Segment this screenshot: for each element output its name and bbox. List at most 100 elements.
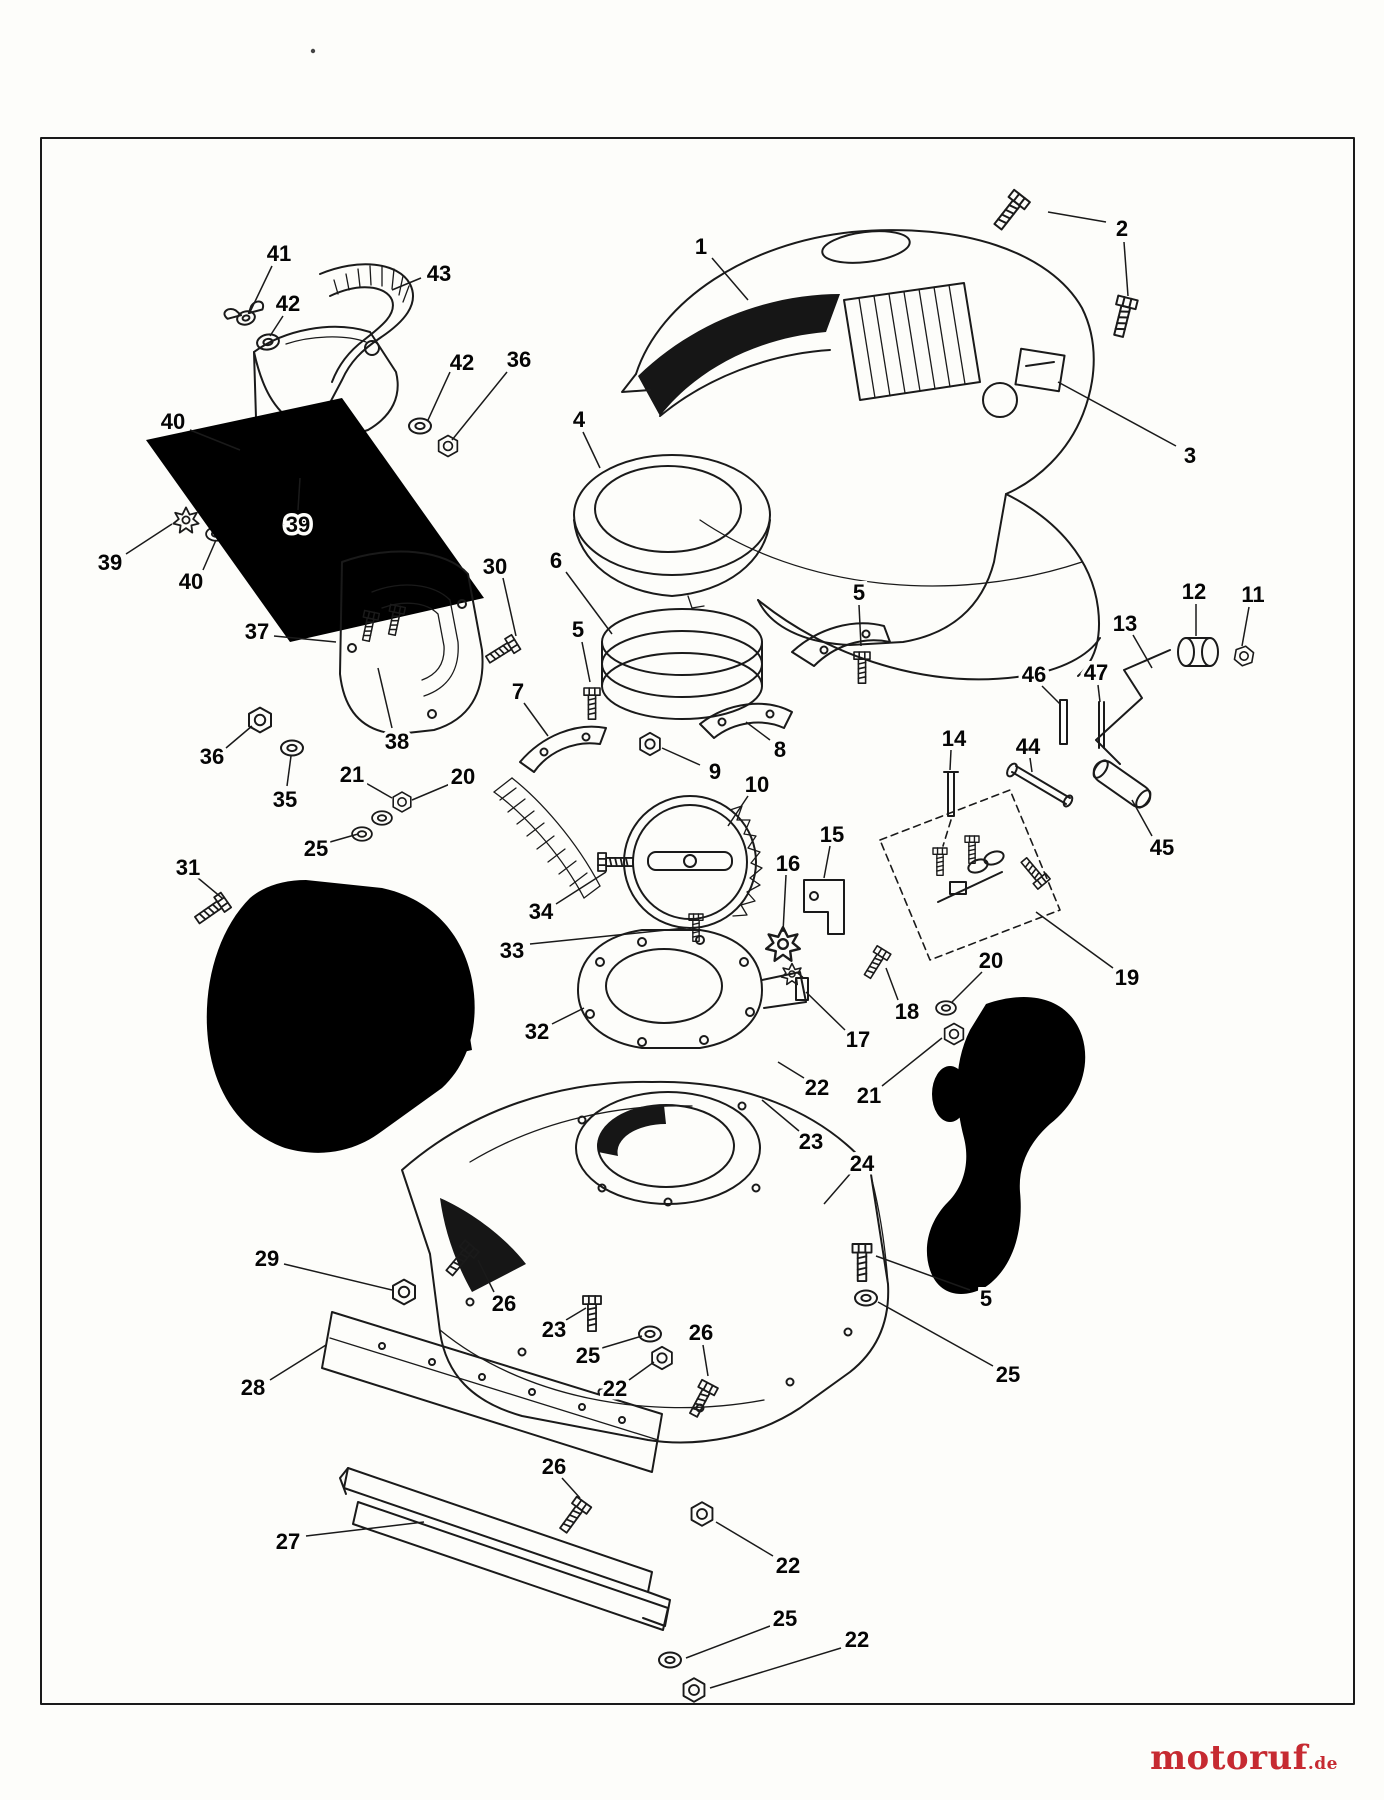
vent-ribs [858, 284, 966, 399]
part-number-label-22: 22 [845, 1627, 869, 1652]
part-number-label-23: 23 [799, 1129, 823, 1154]
right-fasteners-drawing [935, 1000, 965, 1046]
leader-line [197, 877, 223, 899]
watermark[interactable]: motoruf.de [1150, 1738, 1338, 1778]
lower-panel-drawing [321, 1311, 714, 1703]
leader-line [411, 783, 451, 801]
part-number-label-21: 21 [340, 762, 364, 787]
part-number-label-30: 30 [483, 554, 507, 579]
part-number-label-39: 39 [98, 550, 122, 575]
leader-line [951, 971, 983, 1003]
part-number-label-6: 6 [550, 548, 562, 573]
leader-line [1057, 381, 1177, 447]
leader-line [661, 747, 701, 766]
part-number-label-21: 21 [857, 1083, 881, 1108]
leader-line [581, 641, 591, 683]
part-number-label-36: 36 [507, 347, 531, 372]
leader-line [305, 1521, 425, 1537]
leader-line [363, 781, 393, 799]
control-plate-drawing [879, 762, 1074, 961]
impeller-housing-phantom [206, 880, 475, 1153]
leader-line [782, 874, 787, 933]
leader-line [745, 721, 771, 741]
leader-line [283, 1263, 393, 1291]
leader-line [1132, 634, 1153, 669]
leader-line [329, 833, 359, 843]
leader-line [1035, 911, 1114, 969]
watermark-brand: motoruf [1150, 1738, 1308, 1778]
assembly-guides [482, 240, 1124, 1650]
leader-line [269, 1344, 327, 1381]
part-number-label-15: 15 [820, 822, 844, 847]
leader-line [715, 1521, 774, 1557]
leader-line [727, 795, 749, 827]
belt-cover-drawing [248, 550, 522, 757]
leader-line [555, 871, 607, 905]
part-number-label-40: 40 [161, 409, 185, 434]
leader-line [565, 571, 613, 635]
part-number-label-8: 8 [774, 737, 786, 762]
part-number-label-40: 40 [179, 569, 203, 594]
part-number-label-22: 22 [805, 1075, 829, 1100]
part-number-label-7: 7 [512, 679, 524, 704]
part-number-label-17: 17 [846, 1027, 870, 1052]
part-number-label-42: 42 [450, 350, 474, 375]
leader-line [249, 265, 273, 313]
part-number-label-20: 20 [979, 948, 1003, 973]
part-number-label-11: 11 [1241, 582, 1264, 607]
part-number-label-27: 27 [276, 1529, 300, 1554]
leader-line [1097, 684, 1101, 703]
leader-line [269, 315, 284, 337]
leader-line [1241, 606, 1250, 647]
engine-cover-drawing [621, 229, 1101, 681]
auger-housing-drawing [392, 1080, 890, 1444]
part-number-label-14: 14 [942, 726, 967, 751]
part-number-label-18: 18 [895, 999, 919, 1024]
leader-line [477, 1259, 495, 1293]
leader-line [273, 635, 337, 643]
watermark-tld: .de [1307, 1754, 1338, 1774]
part-number-label-45: 45 [1150, 835, 1174, 860]
leader-line [286, 755, 292, 787]
part-number-label-28: 28 [241, 1375, 265, 1400]
part-number-label-26: 26 [492, 1291, 516, 1316]
leader-line [628, 1361, 655, 1381]
leader-line [777, 1061, 805, 1079]
part-number-label-5: 5 [980, 1286, 992, 1311]
part-number-label-41: 41 [267, 241, 291, 266]
part-number-label-33: 33 [500, 938, 524, 963]
leader-line [551, 1007, 585, 1025]
leader-line [451, 371, 508, 441]
leader-line [502, 577, 517, 637]
leader-line [1029, 757, 1033, 773]
part-number-label-31: 31 [176, 855, 200, 880]
part-number-label-9: 9 [709, 759, 721, 784]
part-number-label-10: 10 [745, 772, 769, 797]
leader-line [711, 257, 749, 301]
leader-line [601, 1335, 643, 1349]
leader-line [523, 702, 549, 737]
leader-line [189, 429, 241, 451]
part-number-label-13: 13 [1113, 611, 1137, 636]
leader-line [877, 1301, 994, 1367]
leader-line [885, 967, 899, 1001]
leader-line [125, 523, 173, 555]
part-number-label-34: 34 [529, 899, 554, 924]
friction-disc-drawing [597, 795, 763, 929]
part-number-label-29: 29 [255, 1246, 279, 1271]
part-number-label-32: 32 [525, 1019, 549, 1044]
part-number-label-16: 16 [776, 851, 800, 876]
part-number-label-4: 4 [573, 407, 586, 432]
leader-line [529, 927, 687, 945]
part-number-label-22: 22 [603, 1376, 627, 1401]
part-number-label-2: 2 [1116, 216, 1128, 241]
part-number-label-20: 20 [451, 764, 475, 789]
belt-hatching [499, 787, 588, 887]
mounting-plate-drawing [577, 879, 892, 1049]
part-number-label-44: 44 [1016, 734, 1041, 759]
leader-line [297, 477, 301, 511]
wheel-bracket-phantom [926, 997, 1086, 1294]
part-number-label-47: 47 [1084, 660, 1108, 685]
part-number-label-3: 3 [1184, 443, 1196, 468]
